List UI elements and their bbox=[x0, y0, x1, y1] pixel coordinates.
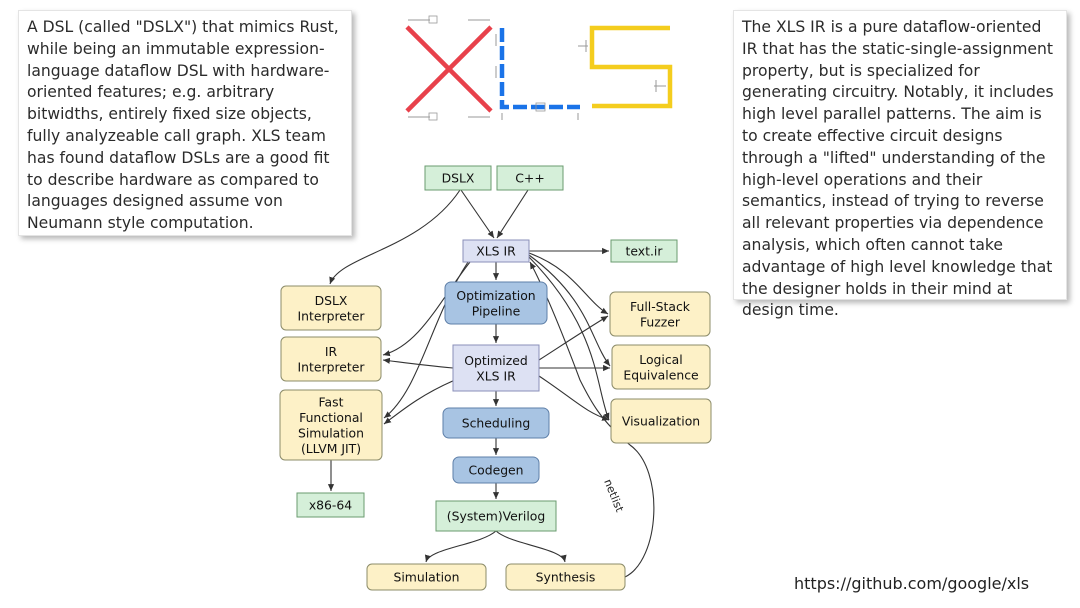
node-label-sched: Scheduling bbox=[462, 416, 530, 431]
logo-s-letter bbox=[578, 25, 673, 109]
node-box-sim bbox=[366, 563, 487, 591]
node-label-sim: Simulation bbox=[393, 570, 459, 585]
node-verilog: (System)Verilog bbox=[435, 500, 557, 532]
node-label-synth: Synthesis bbox=[536, 570, 596, 585]
node-label-textir: text.ir bbox=[626, 244, 664, 259]
node-box-viz bbox=[610, 398, 712, 444]
node-box-cpp bbox=[496, 165, 564, 191]
node-box-synth bbox=[505, 563, 626, 591]
node-box-optpipe bbox=[444, 281, 548, 325]
logo-l-letter bbox=[495, 28, 580, 120]
edge-verilog-to-synth bbox=[495, 530, 567, 563]
node-dslx: DSLX bbox=[424, 165, 492, 191]
node-box-xlsir bbox=[462, 239, 530, 263]
edge-verilog-to-sim bbox=[424, 530, 497, 563]
node-sim: Simulation bbox=[366, 563, 487, 591]
node-box-dslxinterp bbox=[280, 285, 382, 331]
node-label-xlsir: XLS IR bbox=[476, 244, 516, 259]
node-box-irinterp bbox=[280, 336, 382, 382]
logo-x-letter bbox=[405, 15, 493, 121]
dslx-description-text: A DSL (called "DSLX") that mimics Rust, … bbox=[27, 18, 339, 233]
node-synth: Synthesis bbox=[505, 563, 626, 591]
edge-xlsir-to-fuzzer bbox=[528, 252, 609, 315]
node-textir: text.ir bbox=[610, 239, 678, 263]
github-url[interactable]: https://github.com/google/xls bbox=[794, 574, 1030, 593]
edge-xlsir-to-viz bbox=[528, 256, 610, 421]
node-label-cpp: C++ bbox=[515, 171, 544, 186]
node-label-viz: Visualization bbox=[622, 414, 700, 429]
node-box-dslx bbox=[424, 165, 492, 191]
diagram-edges: netlist bbox=[327, 189, 655, 578]
node-label-dslx: DSLX bbox=[442, 171, 475, 186]
edge-optir-to-jit bbox=[383, 379, 456, 425]
edge-dslx-to-dslxinterp bbox=[329, 189, 461, 285]
node-box-x86 bbox=[296, 492, 365, 518]
node-box-verilog bbox=[435, 500, 557, 532]
node-xlsir: XLS IR bbox=[462, 239, 530, 263]
xls-ir-description-note: The XLS IR is a pure dataflow-oriented I… bbox=[733, 10, 1067, 319]
edge-xlsir-to-logeq bbox=[528, 254, 611, 367]
xls-logo bbox=[405, 15, 673, 121]
node-label-x86: x86-64 bbox=[309, 498, 352, 513]
edge-synth-to-logeq bbox=[529, 261, 655, 578]
node-box-fuzzer bbox=[609, 291, 711, 337]
node-box-jit bbox=[279, 389, 383, 461]
node-cpp: C++ bbox=[496, 165, 564, 191]
dslx-description-note: A DSL (called "DSLX") that mimics Rust, … bbox=[18, 10, 352, 236]
node-box-textir bbox=[610, 239, 678, 263]
node-label-verilog: (System)Verilog bbox=[447, 509, 545, 524]
node-box-codegen bbox=[452, 456, 540, 484]
node-codegen: Codegen bbox=[452, 456, 540, 484]
node-box-sched bbox=[442, 407, 550, 439]
edge-dslx-to-xlsir bbox=[460, 189, 495, 239]
node-x86: x86-64 bbox=[296, 492, 365, 518]
edge-label-netlist: netlist bbox=[601, 477, 626, 514]
node-sched: Scheduling bbox=[442, 407, 550, 439]
node-box-optir bbox=[452, 344, 540, 392]
edge-optir-to-irinterp bbox=[382, 357, 454, 369]
node-box-logeq bbox=[611, 344, 711, 390]
node-viz: Visualization bbox=[610, 398, 712, 444]
xls-ir-description-text: The XLS IR is a pure dataflow-oriented I… bbox=[742, 18, 1054, 320]
edge-cpp-to-xlsir bbox=[496, 189, 529, 239]
node-label-codegen: Codegen bbox=[468, 463, 523, 478]
edge-optir-to-fuzzer bbox=[538, 315, 609, 361]
